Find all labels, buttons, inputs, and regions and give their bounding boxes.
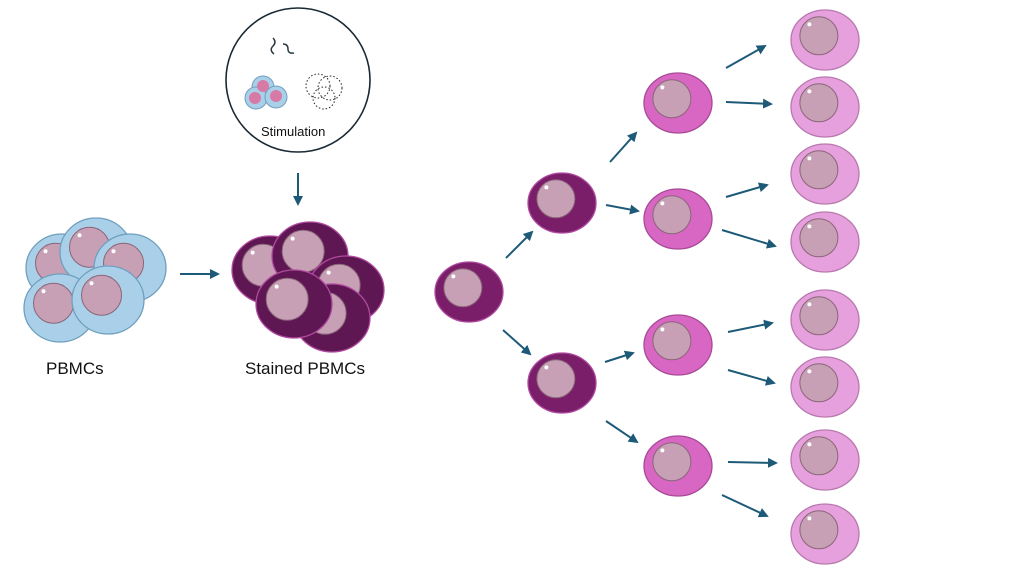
gen2-cell bbox=[643, 435, 713, 497]
gen2-cell bbox=[643, 72, 713, 134]
gen3-cell bbox=[790, 76, 860, 138]
stained-pbmc-cell bbox=[255, 269, 333, 339]
pbmcs-label: PBMCs bbox=[46, 359, 104, 378]
stimulation-panel bbox=[225, 7, 371, 153]
stimulation-label: Stimulation bbox=[261, 124, 326, 139]
virus-icon bbox=[305, 73, 343, 110]
stained-pbmcs-label: Stained PBMCs bbox=[245, 359, 365, 378]
gen3-cell bbox=[790, 503, 860, 565]
gen0-cell bbox=[434, 261, 504, 323]
pbmc-cell bbox=[71, 265, 145, 335]
stim-cells-icon bbox=[244, 75, 288, 110]
gen3-cell bbox=[790, 211, 860, 273]
gen2-cell bbox=[643, 314, 713, 376]
gen3-cell bbox=[790, 429, 860, 491]
gen2-cell bbox=[643, 188, 713, 250]
arrows bbox=[180, 45, 778, 518]
gen3-cell bbox=[790, 9, 860, 71]
gen3-cell bbox=[790, 143, 860, 205]
peptide-icon bbox=[270, 37, 295, 55]
gen3-cell bbox=[790, 289, 860, 351]
gen1-cell bbox=[527, 352, 597, 414]
gen1-cell bbox=[527, 172, 597, 234]
gen3-cell bbox=[790, 356, 860, 418]
